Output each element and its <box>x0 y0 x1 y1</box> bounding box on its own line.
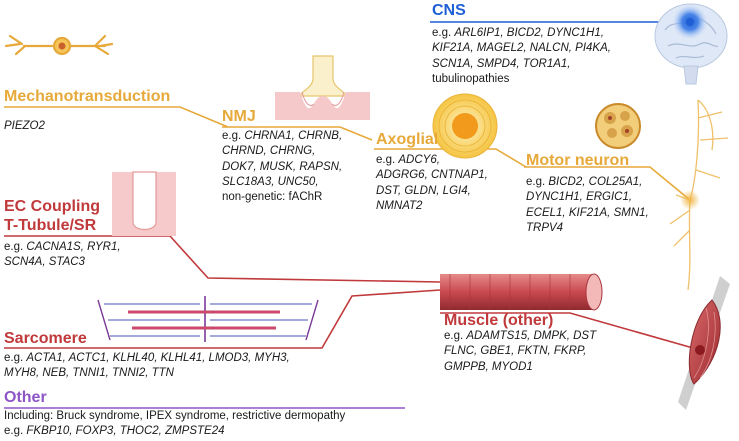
t-tubule-icon <box>112 171 176 236</box>
cns-genes-line2: KIF21A, MAGEL2, NALCN, PI4KA, <box>432 42 611 55</box>
nmj-genes-line5: non-genetic: fAChR <box>222 191 323 204</box>
other-genes-line2: FKBP10, FOXP3, THOC2, ZMPSTE24 <box>26 425 225 438</box>
muscle-fiber-icon <box>440 273 603 311</box>
nmj-icon <box>275 55 370 120</box>
muscle-other-genes: e.g. ADAMTS15, DMPK, DST FLNC, GBE1, FKT… <box>444 329 596 375</box>
neuron-icon <box>4 34 114 56</box>
muscle-other-title: Muscle (other) <box>444 312 554 329</box>
sarcomere-title: Sarcomere <box>4 330 87 347</box>
axoglial-genes-line4: NMNAT2 <box>376 199 423 212</box>
motor-neuron-title: Motor neuron <box>526 152 630 169</box>
ec-coupling-genes: e.g. CACNA1S, RYR1, SCN4A, STAC3 <box>4 240 121 271</box>
axoglial-title: Axoglial <box>376 131 439 148</box>
other-prefix: e.g. <box>4 425 27 438</box>
ec-genes-line2: SCN4A, STAC3 <box>4 256 85 269</box>
mechano-gene-list: PIEZO2 <box>4 120 45 132</box>
cns-title: CNS <box>432 2 466 19</box>
sarcomere-genes: e.g. ACTA1, ACTC1, KLHL40, KLHL41, LMOD3… <box>4 351 290 382</box>
cns-genes: e.g. ARL6IP1, BICD2, DYNC1H1, KIF21A, MA… <box>432 26 611 87</box>
nmj-prefix: e.g. <box>222 130 245 142</box>
other-genes: Including: Bruck syndrome, IPEX syndrome… <box>4 409 345 440</box>
nerve-bundle-icon <box>595 103 641 149</box>
ec-coupling-title: EC Coupling T-Tubule/SR <box>4 197 100 235</box>
motor-genes-line2: DYNC1H1, ERGIC1, <box>526 191 633 204</box>
muscle-other-genes-line2: FLNC, GBE1, FKTN, FKRP, <box>444 345 587 358</box>
sarcomere-genes-line1: ACTA1, ACTC1, KLHL40, KLHL41, LMOD3, MYH… <box>26 352 290 364</box>
axoglial-genes-line1: ADCY6, <box>398 154 440 166</box>
motor-genes-line1: BICD2, COL25A1, <box>548 176 643 188</box>
muscle-icon <box>678 276 730 410</box>
cns-genes-line4: tubulinopathies <box>432 72 510 85</box>
muscle-other-genes-line3: GMPPB, MYOD1 <box>444 360 533 373</box>
ec-genes-line1: CACNA1S, RYR1, <box>26 241 121 253</box>
other-title: Other <box>4 389 47 406</box>
nmj-genes-line2: CHRND, CHRNG, <box>222 145 316 158</box>
connector-nmj-axoglial <box>222 126 373 141</box>
axoglial-genes-line3: DST, GLDN, LGI4, <box>376 184 471 197</box>
sarcomere-prefix: e.g. <box>4 352 27 364</box>
ec-prefix: e.g. <box>4 241 27 253</box>
connector-lines <box>4 21 701 409</box>
cns-genes-line1: ARL6IP1, BICD2, DYNC1H1, <box>454 27 604 39</box>
axoglial-genes: e.g. ADCY6, ADGRG6, CNTNAP1, DST, GLDN, … <box>376 153 488 214</box>
connector-sarcomere-muscle <box>4 289 441 349</box>
ec-title-line1: EC Coupling <box>4 198 100 215</box>
motor-genes-line3: ECEL1, KIF21A, SMN1, <box>526 206 649 219</box>
ec-title-line2: T-Tubule/SR <box>4 217 97 234</box>
nmj-genes: e.g. CHRNA1, CHRNB, CHRND, CHRNG, DOK7, … <box>222 129 342 205</box>
nmj-genes-line1: CHRNA1, CHRNB, <box>244 130 343 142</box>
connector-axoglial-motor <box>374 148 527 168</box>
nmj-genes-line3: DOK7, MUSK, RAPSN, <box>222 160 343 173</box>
sarcomere-genes-line2: MYH8, NEB, TNNI1, TNNI2, TTN <box>4 367 174 380</box>
motor-neuron-genes: e.g. BICD2, COL25A1, DYNC1H1, ERGIC1, EC… <box>526 175 649 236</box>
brain-icon <box>654 3 728 85</box>
connector-ec-muscle <box>4 235 441 283</box>
muscle-other-genes-line1: ADAMTS15, DMPK, DST <box>466 330 597 342</box>
nmj-title: NMJ <box>222 108 256 125</box>
mechano-title: Mechanotransduction <box>4 88 171 105</box>
motor-prefix: e.g. <box>526 176 549 188</box>
nerve-icon <box>669 99 729 291</box>
other-line1: Including: Bruck syndrome, IPEX syndrome… <box>4 410 346 422</box>
mechano-genes: PIEZO2 <box>4 119 45 134</box>
axoglial-genes-line2: ADGRG6, CNTNAP1, <box>376 169 488 182</box>
axoglial-prefix: e.g. <box>376 154 399 166</box>
motor-genes-line4: TRPV4 <box>526 221 564 234</box>
cns-genes-line3: SCN1A, SMPD4, TOR1A1, <box>432 57 571 70</box>
connector-mechano-nmj <box>4 106 229 128</box>
connector-motor-nerve <box>524 166 691 201</box>
myelin-cross-section-icon <box>432 93 498 159</box>
cns-prefix: e.g. <box>432 27 455 39</box>
connector-muscle-other <box>440 312 701 351</box>
sarcomere-icon <box>97 296 319 342</box>
muscle-other-prefix: e.g. <box>444 330 467 342</box>
nmj-genes-line4: SLC18A3, UNC50, <box>222 175 319 188</box>
